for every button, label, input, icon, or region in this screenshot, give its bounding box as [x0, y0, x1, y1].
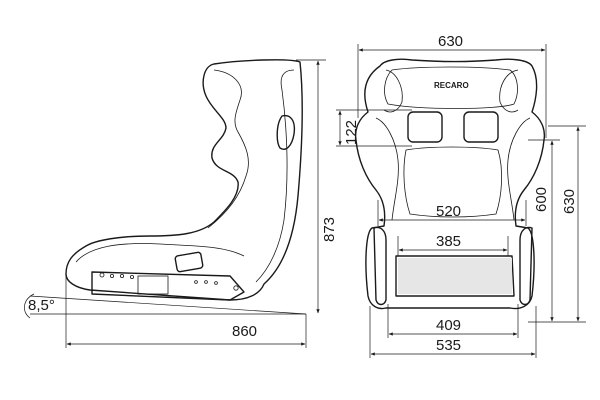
- side-view: 8,5° 860 873: [24, 59, 338, 348]
- angle-arc: [24, 293, 35, 319]
- top-width-label: 630: [438, 33, 463, 50]
- side-mount-holes: [99, 272, 239, 295]
- side-shell-outline: [65, 59, 303, 301]
- front-belt-slot-left: [407, 111, 443, 143]
- slot-label: 122: [343, 120, 360, 145]
- base-width-label: 535: [436, 337, 461, 354]
- front-height-label: 630: [561, 189, 578, 214]
- front-view: RECARO 630 122 520 385 409 535: [336, 33, 586, 358]
- shoulder-height-label: 600: [533, 187, 550, 212]
- front-seat-cushion: [395, 255, 515, 297]
- front-lumbar-panel: [403, 146, 503, 218]
- side-mount-bracket: [91, 271, 245, 301]
- front-wing-right: [499, 69, 519, 113]
- side-shell-inner: [255, 69, 295, 283]
- seat-width-label: 409: [436, 317, 461, 334]
- front-rail-left: [373, 226, 387, 306]
- front-seat-fill: [398, 258, 512, 294]
- front-belt-slot-right: [463, 111, 499, 143]
- hip-width-label: 385: [436, 233, 461, 250]
- depth-label: 860: [232, 323, 257, 340]
- front-bolster-left: [375, 117, 399, 221]
- side-belt-slot: [174, 251, 204, 273]
- front-headrest-inner: [384, 66, 518, 109]
- front-wing-left: [383, 69, 403, 113]
- brand-logo: RECARO: [434, 81, 469, 90]
- height-label: 873: [321, 217, 338, 242]
- shoulder-width-label: 520: [436, 203, 461, 220]
- front-rail-right: [519, 226, 533, 306]
- side-floor-line: [29, 295, 307, 315]
- side-thigh-bolster: [75, 243, 245, 263]
- side-bolster-edge: [207, 69, 249, 229]
- front-shell-outline: [354, 58, 546, 310]
- front-bolster-right: [507, 117, 531, 221]
- side-shoulder-hole: [276, 114, 296, 150]
- recline-angle-label: 8,5°: [28, 297, 55, 314]
